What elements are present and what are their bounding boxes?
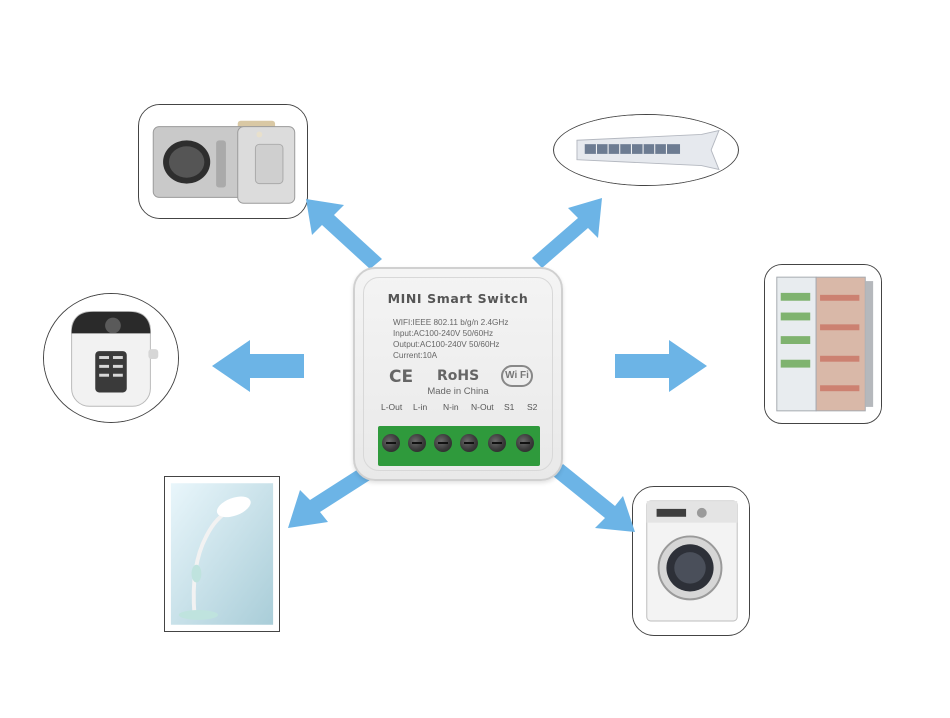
arrow-to-air-conditioner [530, 196, 606, 272]
air-conditioner-image [553, 114, 739, 186]
refrigerator-image [764, 264, 882, 424]
screw-icon [516, 434, 534, 452]
terminal-label-l-out: L-Out [381, 402, 403, 412]
arrow-to-refrigerator [613, 338, 709, 394]
screw-icon [434, 434, 452, 452]
rohs-mark: RoHS [437, 368, 480, 384]
spec-input: Input:AC100-240V 50/60Hz [393, 329, 494, 338]
switch-face-border [363, 277, 553, 471]
arrow-to-rice-cooker [210, 338, 306, 394]
washing-machine-image [632, 486, 750, 636]
terminal-label-n-out: N-Out [471, 402, 494, 412]
arrow-to-microwave [300, 195, 386, 271]
certification-marks: CE RoHS Wi Fi [389, 365, 539, 391]
spec-current: Current:10A [393, 351, 438, 360]
microwave-image [138, 104, 308, 219]
spec-output: Output:AC100-240V 50/60Hz [393, 340, 500, 349]
mini-smart-switch: MINI Smart Switch WIFI:IEEE 802.11 b/g/n… [353, 267, 563, 481]
switch-title: MINI Smart Switch [387, 291, 529, 306]
terminal-block [378, 426, 540, 466]
terminal-label-s2: S2 [527, 402, 538, 412]
arrow-to-desk-lamp [286, 466, 372, 532]
switch-specs: WIFI:IEEE 802.11 b/g/n 2.4GHz Input:AC10… [393, 317, 508, 361]
screw-icon [460, 434, 478, 452]
wifi-icon: Wi Fi [501, 365, 533, 387]
screw-icon [488, 434, 506, 452]
screw-icon [408, 434, 426, 452]
spec-wifi: WIFI:IEEE 802.11 b/g/n 2.4GHz [393, 318, 509, 327]
ce-mark: CE [389, 367, 414, 387]
made-in-label: Made in China [427, 386, 489, 397]
terminal-label-l-in: L-in [413, 402, 428, 412]
rice-cooker-image [43, 293, 179, 423]
desk-lamp-image [164, 476, 280, 632]
terminal-label-n-in: N-in [443, 402, 459, 412]
terminal-label-s1: S1 [504, 402, 515, 412]
arrow-to-washing-machine [551, 462, 637, 534]
screw-icon [382, 434, 400, 452]
